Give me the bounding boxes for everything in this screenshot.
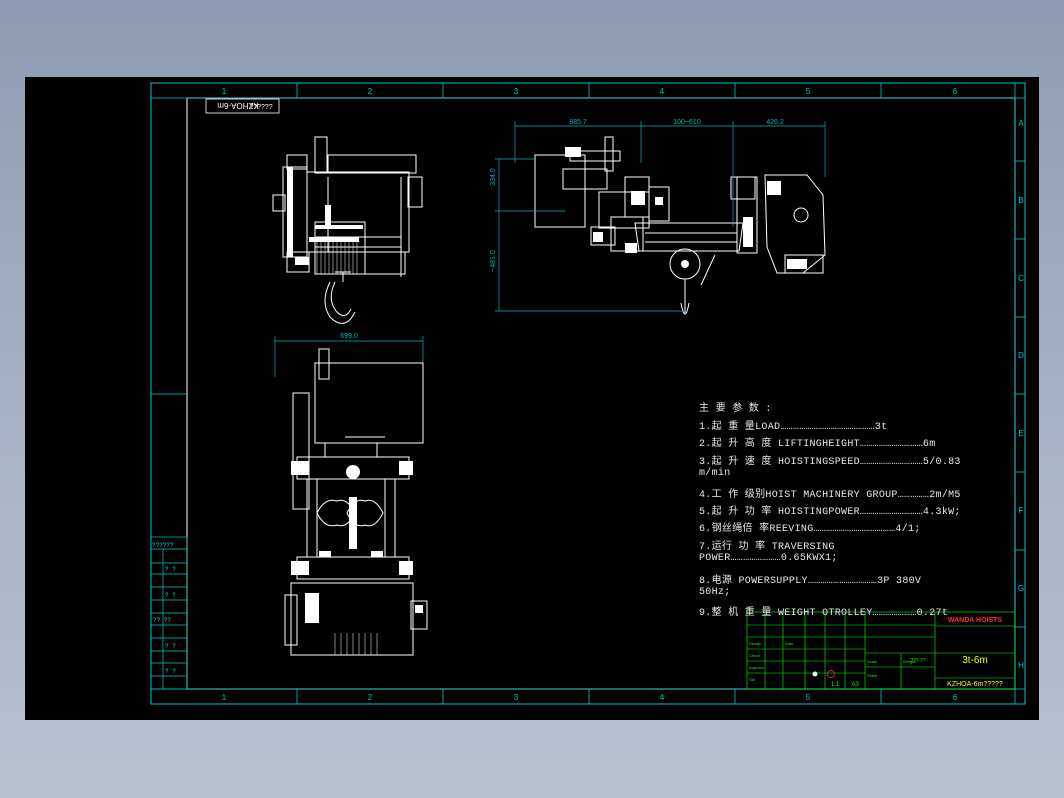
sidebar-label: ? ? — [165, 668, 176, 675]
sidebar-label: ? ? — [165, 566, 176, 573]
spec-line: 1.起 重 量LOAD………………………………………3t — [699, 422, 888, 433]
col-label: 2 — [368, 87, 373, 96]
spec-line: m/min — [699, 468, 731, 479]
spec-line: 3.起 升 速 度 HOISTINGSPEED…………………………5/0.83 — [699, 457, 961, 468]
row-label: G — [1018, 584, 1024, 593]
front-view — [534, 136, 826, 315]
row-label: A — [1018, 119, 1024, 128]
tb-label: Sheet — [867, 673, 878, 678]
row-label: D — [1018, 351, 1024, 360]
col-label: 5 — [806, 693, 811, 702]
spec-line: 50Hz; — [699, 587, 731, 598]
tb-label: Approve — [749, 665, 765, 670]
tb-label: Check — [749, 653, 760, 658]
cad-viewport[interactable]: 1 2 3 4 5 6 1 2 3 4 5 6 A B C D E F G H … — [25, 77, 1039, 720]
row-label: C — [1018, 274, 1024, 283]
row-label: B — [1018, 196, 1023, 205]
col-label: 1 — [222, 693, 227, 702]
dim-label: 885.7 — [569, 119, 587, 126]
col-label: 3 — [514, 693, 519, 702]
dim-label: 100~610 — [673, 119, 701, 126]
tb-label: Scale — [867, 659, 878, 664]
sidebar-label: ?????? — [152, 542, 174, 549]
sidebar-label: ? ? — [165, 643, 176, 650]
spec-line: 7.运行 功 率 TRAVERSING — [699, 542, 835, 553]
dim-label: ~481.0 — [490, 250, 497, 272]
sidebar-label: ? ? — [165, 592, 176, 599]
drawing-canvas: 1 2 3 4 5 6 1 2 3 4 5 6 A B C D E F G H … — [150, 82, 1026, 705]
side-view — [272, 136, 423, 324]
col-label: 6 — [953, 87, 958, 96]
spec-line: 8.电源 POWERSUPPLY……………………………3P 380V — [699, 576, 922, 587]
drawing-number-text: KZHOA-6m — [217, 101, 259, 110]
side-view-fill — [287, 167, 363, 265]
outer-frame — [150, 82, 1026, 705]
col-label: 2 — [368, 693, 373, 702]
dim-label: 334.0 — [490, 168, 497, 186]
specs-title: 主 要 参 数 : — [699, 404, 772, 415]
col-label: 4 — [660, 87, 665, 96]
col-label: 3 — [514, 87, 519, 96]
spec-line: 2.起 升 高 度 LIFTINGHEIGHT…………………………6m — [699, 439, 936, 450]
col-label: 4 — [660, 693, 665, 702]
drawing-no: KZHOA-6m????? — [947, 681, 1003, 688]
tb-label: Design — [749, 641, 761, 646]
sheet-size: A3 — [851, 682, 859, 688]
tb-label: Weight — [903, 659, 916, 664]
title-block — [746, 611, 1016, 690]
spec-line: 9.整 机 重 量 WEIGHT OTROLLEY…………………0.27t — [699, 608, 949, 619]
row-label: E — [1018, 429, 1023, 438]
dim-label: 426.2 — [766, 119, 784, 126]
col-label: 1 — [222, 87, 227, 96]
row-label: H — [1018, 661, 1024, 670]
tb-label: Std — [749, 677, 755, 682]
sidebar-label: ?? ?? — [153, 617, 171, 624]
spec-line: 6.钢丝绳倍 率REEVING…………………………………4/1; — [699, 524, 921, 535]
col-label: 5 — [806, 87, 811, 96]
tb-label: Date — [785, 641, 794, 646]
col-label: 6 — [953, 693, 958, 702]
brand-name: WANDA HOISTS — [948, 617, 1003, 624]
count: ??? ?? — [910, 658, 926, 664]
spec-line: POWER……………………0.65KWX1; — [699, 553, 838, 564]
drawing-name: 3t-6m — [962, 655, 988, 666]
dim-label: 699.0 — [340, 333, 358, 340]
row-label: F — [1019, 506, 1024, 515]
spec-line: 5.起 升 功 率 HOISTINGPOWER…………………………4.3kW; — [699, 507, 961, 518]
drawing-number-suffix: ?????? — [249, 104, 272, 111]
drawing-number-tag — [205, 98, 280, 114]
scale: 1:1 — [831, 682, 840, 688]
spec-line: 4.工 作 级别HOIST MACHINERY GROUP……………2m/M5 — [699, 490, 961, 501]
